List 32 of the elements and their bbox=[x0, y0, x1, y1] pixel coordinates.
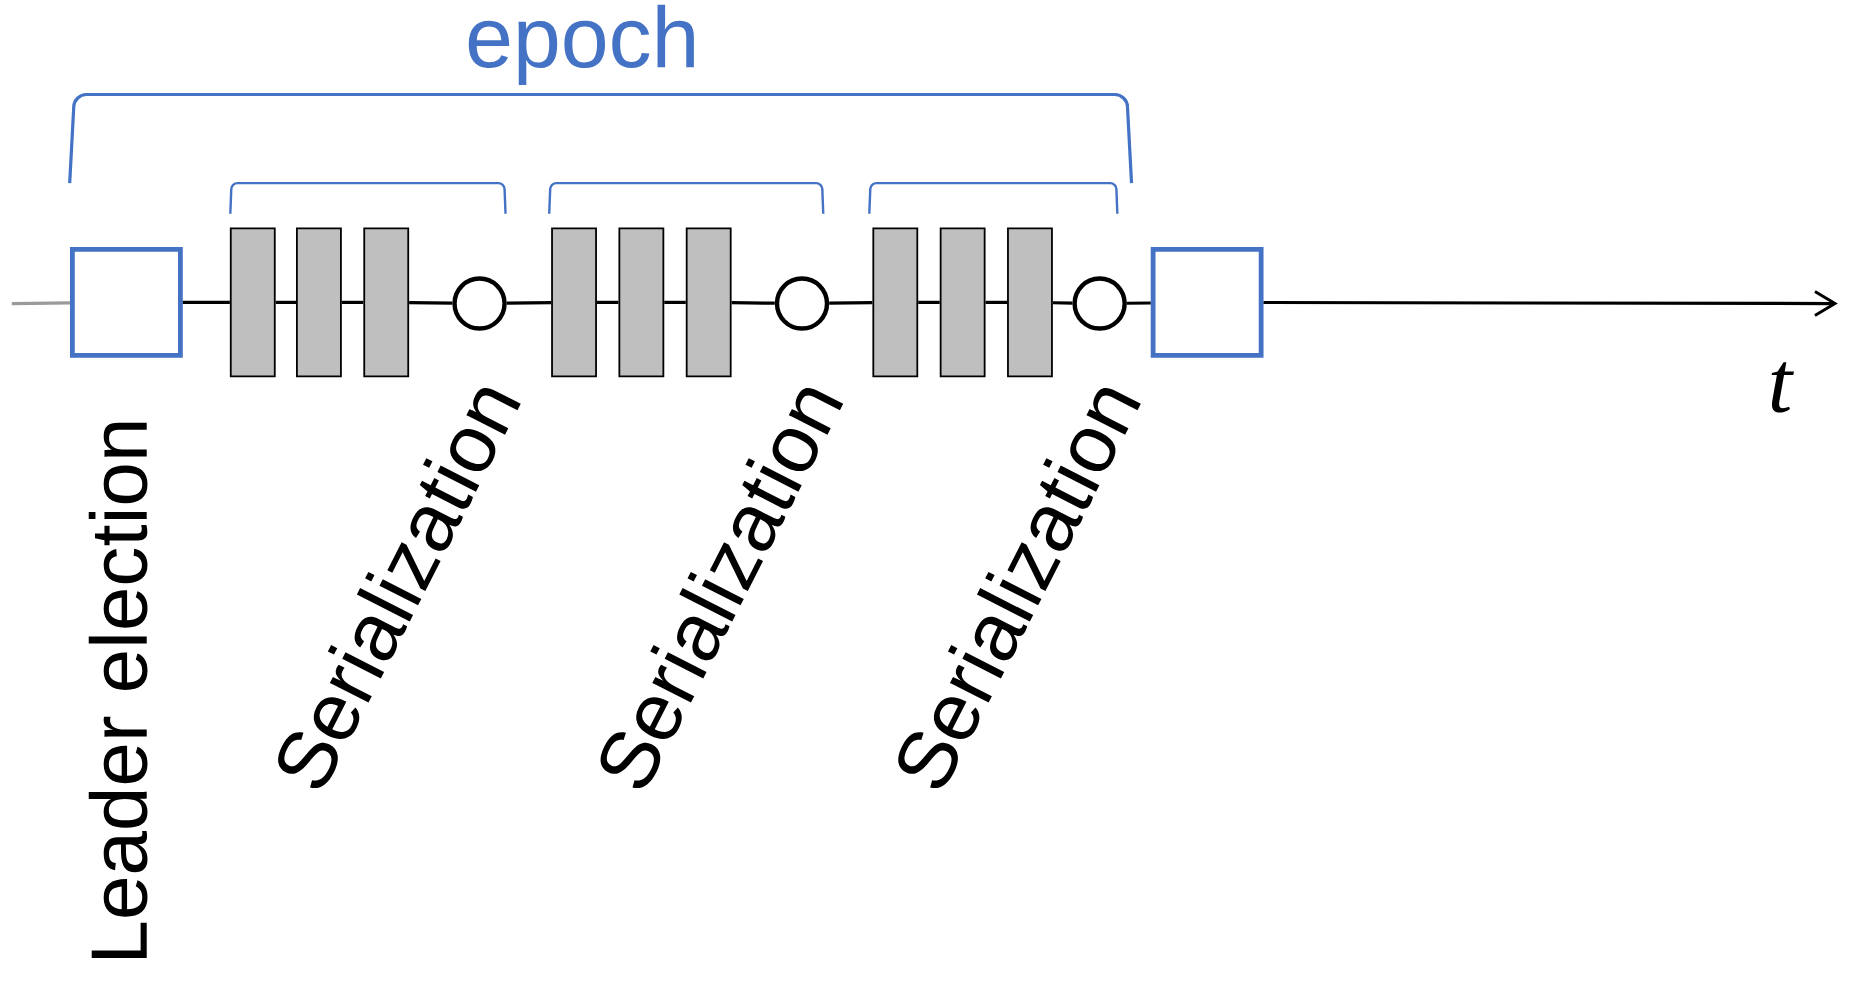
timeline-arrow bbox=[1263, 290, 1838, 317]
timeline-segment bbox=[506, 300, 552, 305]
epoch-label: epoch bbox=[468, 4, 694, 85]
timeline-segment bbox=[1052, 301, 1073, 305]
commit-circle bbox=[1072, 276, 1127, 331]
timeline-segment bbox=[275, 300, 296, 304]
timeline-segment bbox=[11, 301, 70, 306]
message-bar bbox=[363, 227, 410, 378]
timeline-segment bbox=[985, 300, 1008, 304]
timeline-segment bbox=[341, 300, 364, 304]
timeline-segment bbox=[829, 300, 873, 305]
timeline-segment bbox=[918, 300, 940, 304]
message-bar bbox=[551, 227, 597, 378]
phase-box bbox=[1150, 246, 1264, 358]
commit-circle bbox=[452, 276, 507, 331]
phase-label: Leader election bbox=[88, 422, 148, 958]
message-bar bbox=[229, 227, 276, 378]
message-bar bbox=[872, 227, 919, 378]
timeline-segment bbox=[664, 300, 686, 304]
commit-circle bbox=[774, 276, 830, 331]
message-bar bbox=[618, 227, 665, 378]
message-bar bbox=[939, 227, 986, 378]
phase-box bbox=[69, 246, 183, 358]
timeline-segment bbox=[596, 300, 619, 304]
message-bar bbox=[1007, 227, 1053, 378]
timeline-segment bbox=[731, 300, 775, 305]
timeline-segment bbox=[409, 300, 453, 305]
time-label: t bbox=[1771, 362, 1794, 413]
timeline-segment bbox=[182, 300, 230, 304]
message-bar bbox=[296, 227, 342, 378]
timeline-segment bbox=[1126, 301, 1151, 305]
message-bar bbox=[685, 227, 732, 378]
